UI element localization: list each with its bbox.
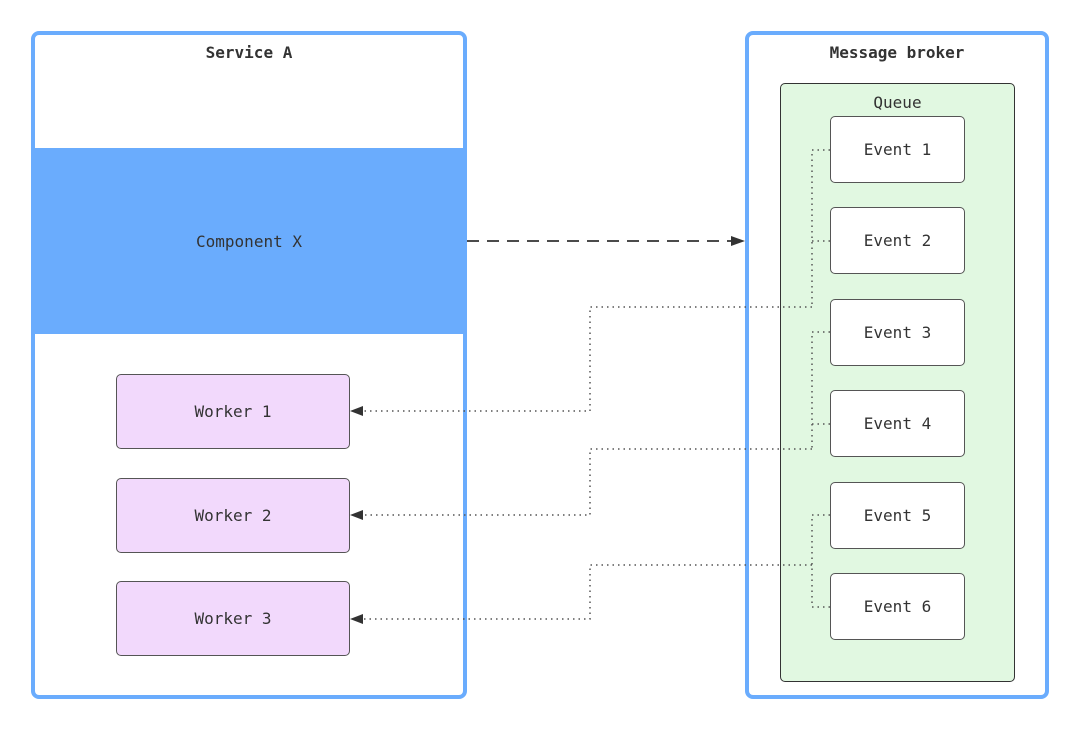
event-6: Event 6 — [830, 573, 965, 640]
event-5: Event 5 — [830, 482, 965, 549]
event-2: Event 2 — [830, 207, 965, 274]
publish-arrow — [467, 236, 745, 246]
component-x: Component X — [35, 148, 463, 334]
worker-2: Worker 2 — [116, 478, 350, 553]
queue-label: Queue — [873, 93, 922, 112]
worker-1: Worker 1 — [116, 374, 350, 449]
service-a-title: Service A — [205, 43, 293, 62]
event-3: Event 3 — [830, 299, 965, 366]
event-1: Event 1 — [830, 116, 965, 183]
worker-3: Worker 3 — [116, 581, 350, 656]
message-broker-title: Message broker — [829, 43, 965, 62]
event-4: Event 4 — [830, 390, 965, 457]
